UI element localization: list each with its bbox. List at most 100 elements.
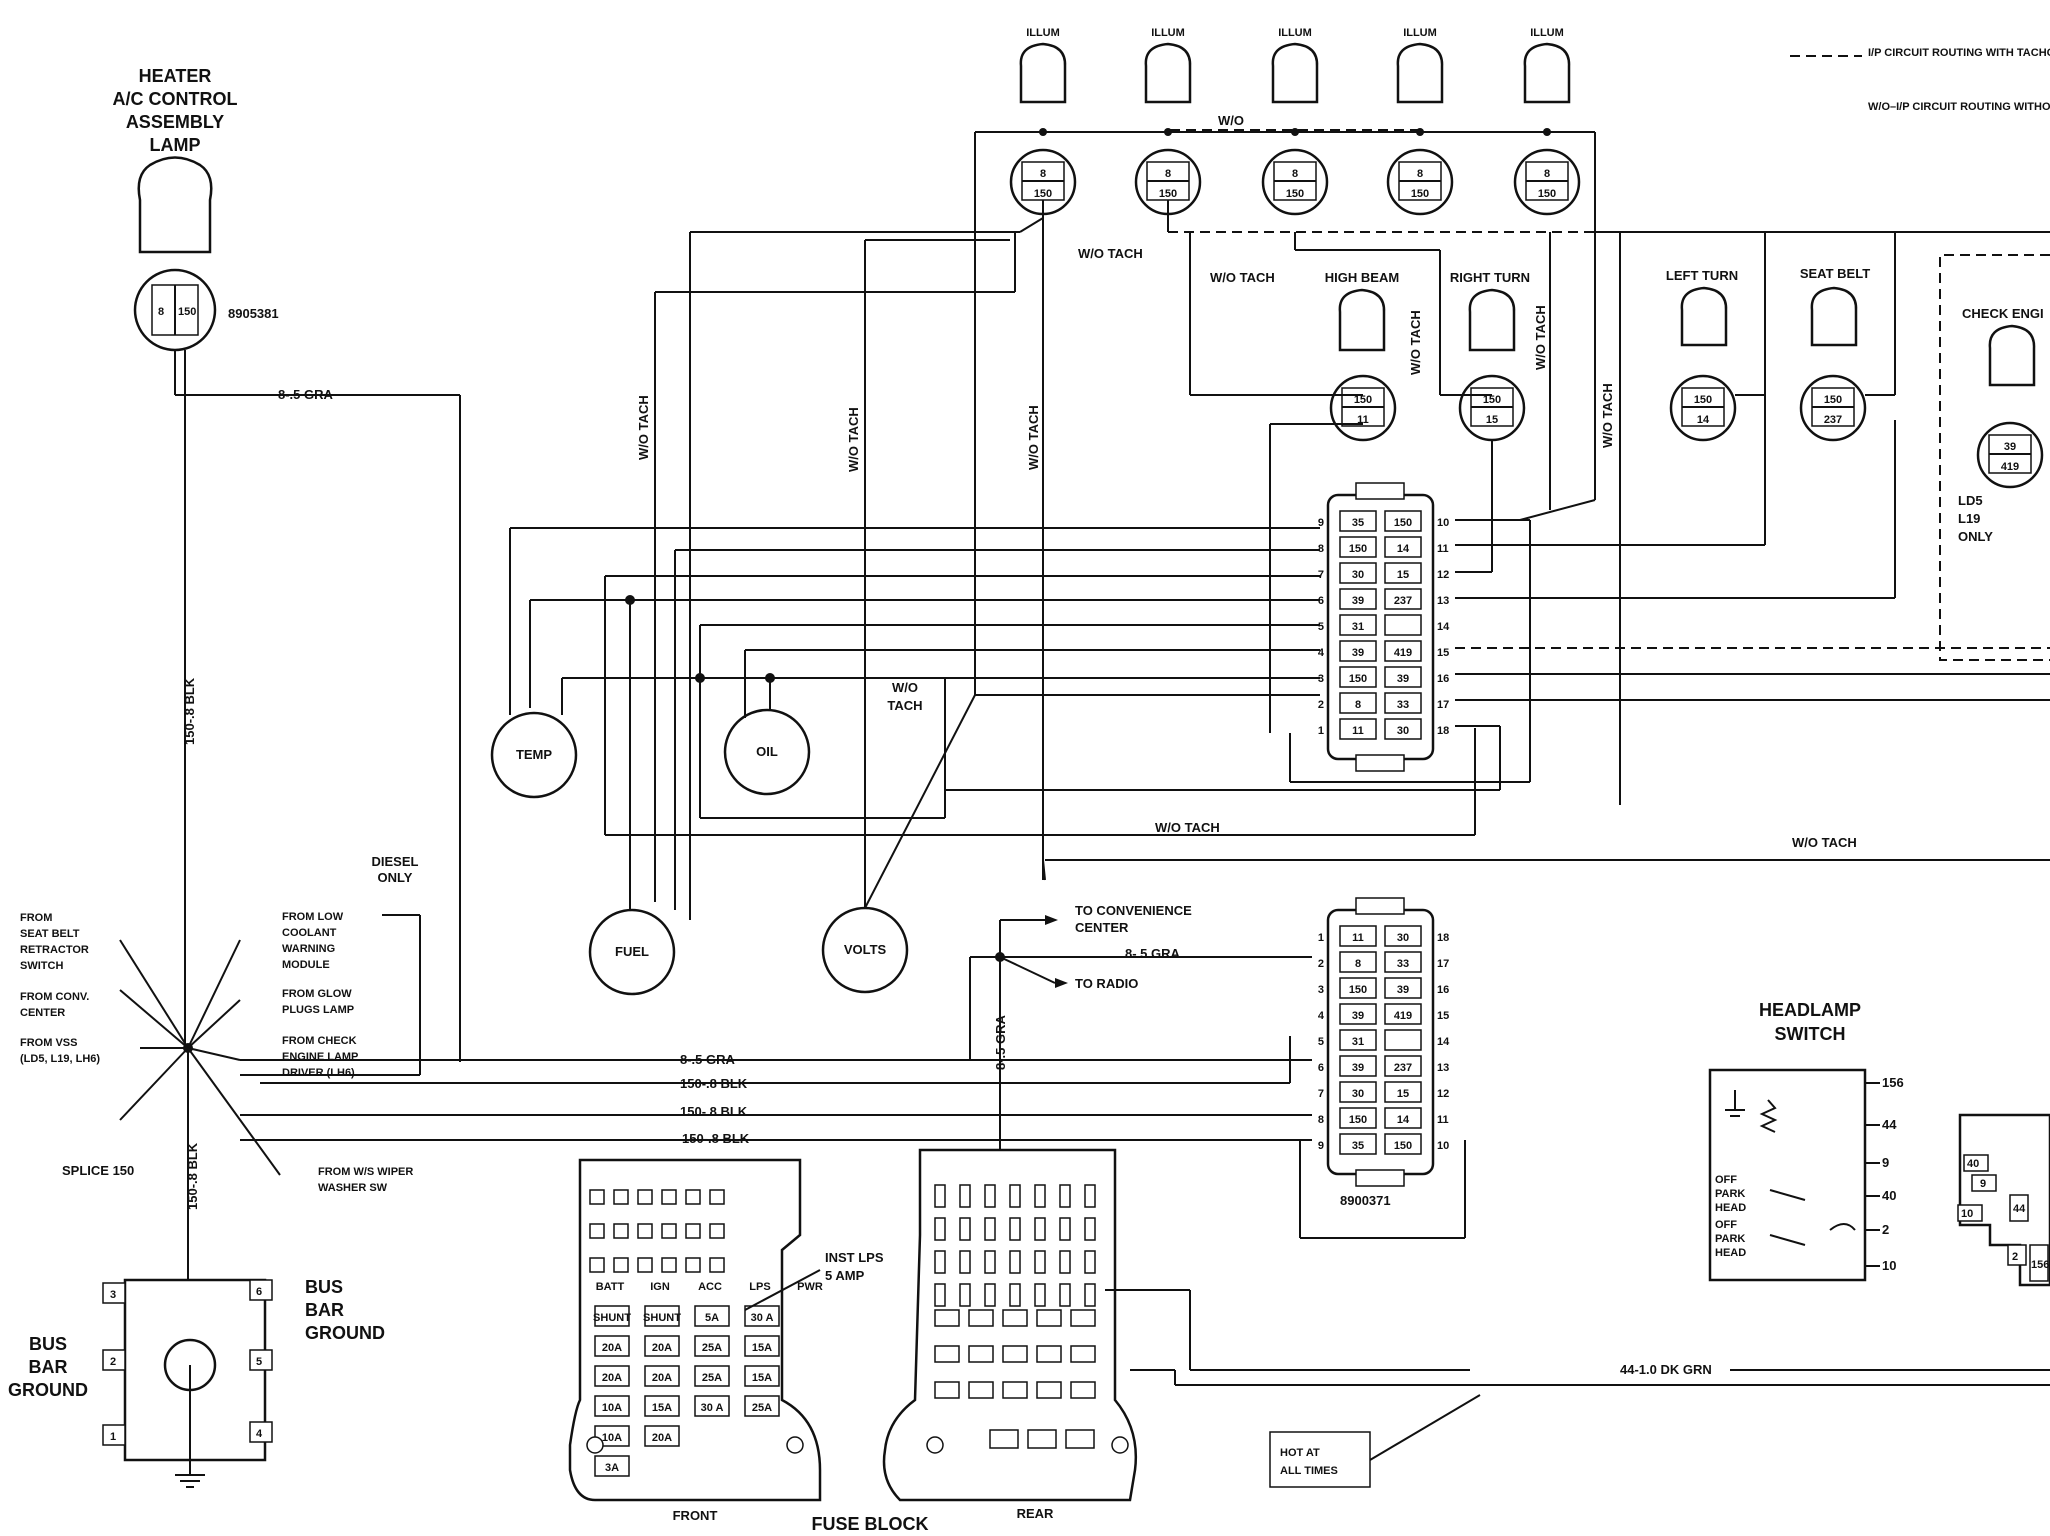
hs-pos-park-1: PARK bbox=[1715, 1188, 1745, 1200]
conn-lower-cell-left-text: 150 bbox=[1349, 1114, 1367, 1126]
fuse-header-label: LPS bbox=[749, 1281, 770, 1293]
conn-lower-cell-left bbox=[1339, 1081, 1377, 1103]
fuse-rear-slot bbox=[1059, 1283, 1071, 1307]
conn-lower-pin-left: 5 bbox=[1318, 1036, 1324, 1048]
conn-lower-cell-right bbox=[1384, 1081, 1422, 1103]
conn-upper-cell-right bbox=[1384, 666, 1422, 688]
conn-lower-pin-left: 8 bbox=[1318, 1114, 1324, 1126]
legend-wo-text: W/O–I/P CIRCUIT ROUTING WITHOUT TACHOMET… bbox=[1868, 101, 2050, 113]
conn-upper-cell-left-text: 150 bbox=[1349, 543, 1367, 555]
fuse-rear-slot bbox=[934, 1283, 946, 1307]
hs-terminal-10: 10 bbox=[1882, 1258, 1896, 1273]
fuse-rear-terminal bbox=[1002, 1345, 1028, 1363]
illum-bulb-icon-4 bbox=[1396, 42, 1444, 104]
fuse-rear-slot bbox=[1084, 1250, 1096, 1274]
conn-lower-pin-right: 13 bbox=[1437, 1062, 1449, 1074]
splice-check-2: ENGINE LAMP bbox=[282, 1051, 358, 1063]
fuse-rear-slot bbox=[934, 1250, 946, 1274]
conn-lower-pin-right: 14 bbox=[1437, 1036, 1450, 1048]
fuse-rating: 20A bbox=[652, 1372, 672, 1384]
inst-lps-1: INST LPS bbox=[825, 1250, 884, 1265]
heater-title-3: ASSEMBLY bbox=[126, 112, 224, 132]
fuse-rear-terminal bbox=[968, 1309, 994, 1327]
fuse-rating: 5A bbox=[705, 1312, 719, 1324]
conn-lower-cell-right-text: 15 bbox=[1397, 1088, 1409, 1100]
fuse-rear-relay bbox=[989, 1429, 1019, 1449]
conn-upper-cell-right bbox=[1384, 588, 1422, 610]
splice-check-3: DRIVER (LH6) bbox=[282, 1067, 355, 1079]
fuse-rating: 20A bbox=[602, 1342, 622, 1354]
conn-lower-pin-right: 12 bbox=[1437, 1088, 1449, 1100]
hot-2: ALL TIMES bbox=[1280, 1465, 1338, 1477]
fuse-rear-slot bbox=[1009, 1184, 1021, 1208]
hot-at-all-times-box bbox=[1269, 1431, 1371, 1488]
conn-upper-cell-left-text: 30 bbox=[1352, 569, 1364, 581]
conn-upper-cell-right-text: 15 bbox=[1397, 569, 1409, 581]
bus-terminal-6: 6 bbox=[256, 1286, 262, 1298]
label-wo-tach-3: W/O TACH bbox=[1408, 310, 1423, 375]
fuse-rating: 25A bbox=[702, 1372, 722, 1384]
bus-terminal-2: 2 bbox=[110, 1356, 116, 1368]
label-wo-tach-10: W/O TACH bbox=[1792, 835, 1857, 850]
fuse-rear-slot bbox=[934, 1184, 946, 1208]
fuse-rear-slot bbox=[1009, 1250, 1021, 1274]
fuse-rear-slot bbox=[984, 1250, 996, 1274]
hs-terminal-156: 156 bbox=[1882, 1075, 1904, 1090]
conn-lower-cell-left-text: 31 bbox=[1352, 1036, 1364, 1048]
conn-upper-cell-left bbox=[1339, 614, 1377, 636]
hs-pos-head-2: HEAD bbox=[1715, 1247, 1746, 1259]
fuse-rear-slot bbox=[1059, 1217, 1071, 1241]
fuse-rear-terminal bbox=[968, 1381, 994, 1399]
fuse-rating: SHUNT bbox=[643, 1312, 681, 1324]
fuse bbox=[694, 1305, 730, 1327]
fuse bbox=[644, 1335, 680, 1357]
ld5-1: LD5 bbox=[1958, 493, 1983, 508]
temp-label: TEMP bbox=[516, 747, 552, 762]
conn-upper-cell-left bbox=[1339, 718, 1377, 740]
label-wo-tach-1: W/O TACH bbox=[1078, 246, 1143, 261]
fuse-rear-label: REAR bbox=[1017, 1506, 1054, 1521]
conn-upper-pin-left: 3 bbox=[1318, 673, 1324, 685]
left-turn-pin-2: 14 bbox=[1697, 414, 1710, 426]
splice-conv-2: CENTER bbox=[20, 1007, 65, 1019]
fuel-gauge bbox=[588, 908, 676, 996]
bus-title-2: BAR bbox=[305, 1300, 344, 1320]
fuse-rating: 25A bbox=[702, 1342, 722, 1354]
conn-lower-pin-left: 4 bbox=[1318, 1010, 1325, 1022]
fuse bbox=[594, 1335, 630, 1357]
conn-lower-cell-left bbox=[1339, 1003, 1377, 1025]
illum-label-3: ILLUM bbox=[1278, 27, 1312, 39]
conn-lower-cell-left bbox=[1339, 977, 1377, 999]
conn-lower-cell-left-text: 150 bbox=[1349, 984, 1367, 996]
label-44-dk-grn: 44-1.0 DK GRN bbox=[1620, 1362, 1712, 1377]
conn-lower-cell-right-text: 14 bbox=[1397, 1114, 1410, 1126]
label-wo-top: W/O bbox=[1218, 113, 1244, 128]
temp-gauge bbox=[490, 711, 578, 799]
label-150-blk-lower: 150-.8 BLK bbox=[185, 1142, 200, 1210]
legend: I/P CIRCUIT ROUTING WITH TACHOMETER W/O–… bbox=[1790, 47, 2050, 113]
splice-seatbelt-2: SEAT BELT bbox=[20, 928, 80, 940]
check-engine-dashed-box bbox=[1939, 254, 2050, 661]
check-engine-label: CHECK ENGI bbox=[1962, 306, 2044, 321]
fuse bbox=[644, 1395, 680, 1417]
conn-lower-pin-left: 6 bbox=[1318, 1062, 1324, 1074]
conn-lower-cell-right bbox=[1384, 1107, 1422, 1129]
splice-seatbelt-4: SWITCH bbox=[20, 960, 63, 972]
conn-lower-cell-left bbox=[1339, 1029, 1377, 1051]
seat-belt-pin-2: 237 bbox=[1824, 414, 1842, 426]
conn-lower-cell-right bbox=[1384, 1029, 1422, 1051]
fuse-rear-terminal bbox=[934, 1345, 960, 1363]
conn-upper-pin-right: 18 bbox=[1437, 725, 1449, 737]
bus-terminal-4: 4 bbox=[256, 1428, 263, 1440]
fuse-front-small-cell bbox=[589, 1223, 605, 1239]
label-150-blk-2: 150-.8 BLK bbox=[680, 1104, 748, 1119]
illum-pin-bottom-2: 150 bbox=[1159, 188, 1177, 200]
splice-check-1: FROM CHECK bbox=[282, 1035, 357, 1047]
heater-bulb-icon bbox=[137, 156, 213, 254]
illum-pin-top-5: 8 bbox=[1544, 168, 1550, 180]
illum-pin-top-1: 8 bbox=[1040, 168, 1046, 180]
fuse-rear-slot bbox=[1034, 1283, 1046, 1307]
